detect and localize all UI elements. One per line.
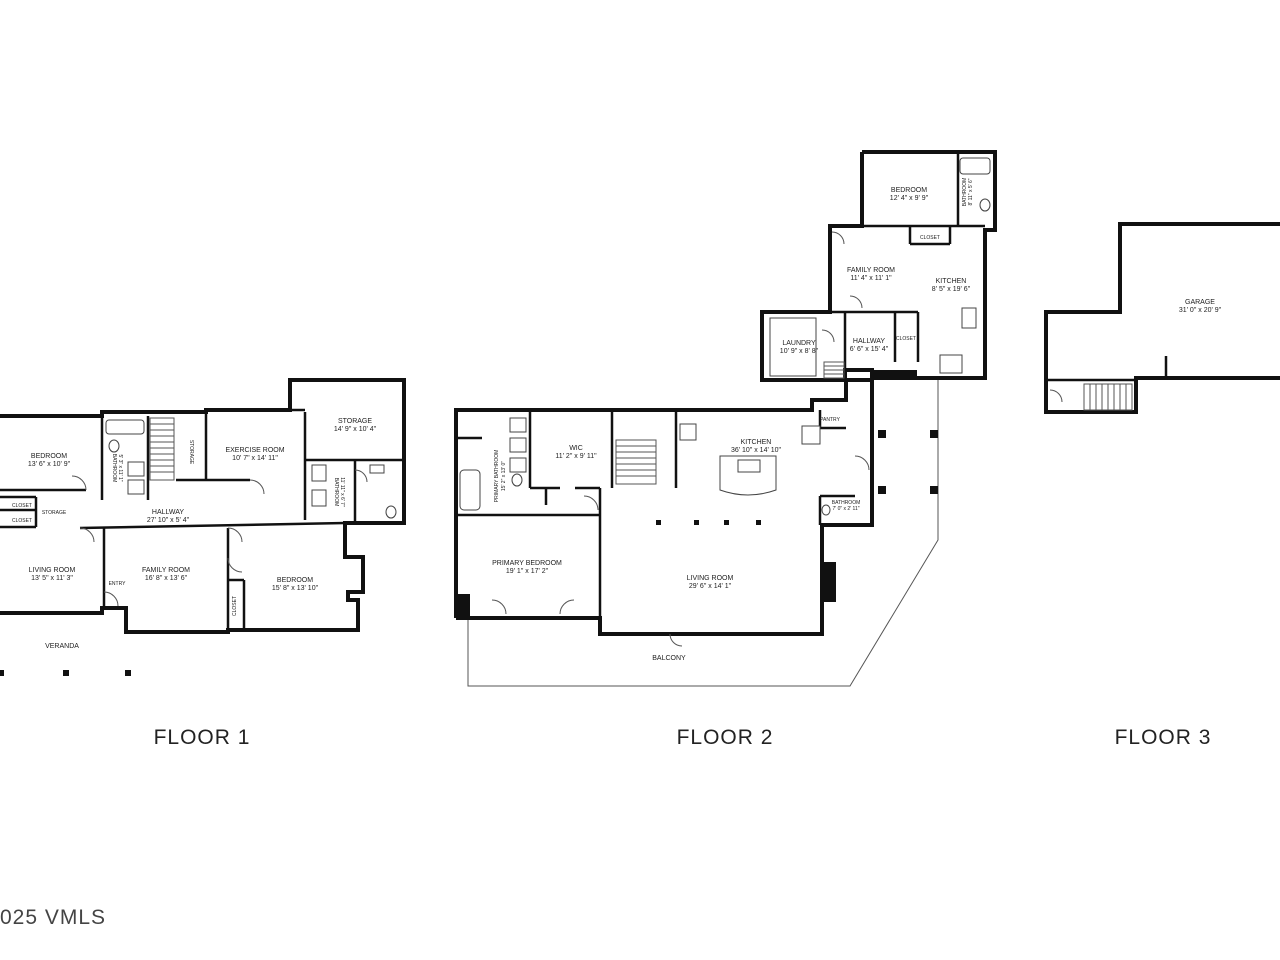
floor-2-label: FLOOR 2 bbox=[677, 726, 774, 749]
f1-tag-veranda: VERANDA bbox=[45, 643, 79, 650]
f2-room-name-9: KITCHEN bbox=[936, 278, 967, 285]
floor-3-label: FLOOR 3 bbox=[1115, 726, 1212, 749]
f2-room-name-0: PRIMARY BATHROOM bbox=[494, 450, 500, 503]
f2-room-dims-5: 7' 0" x 2' 11" bbox=[832, 506, 859, 512]
f1-tag-storage-1: STORAGE bbox=[42, 510, 67, 516]
floor-3-outer-wall bbox=[1044, 222, 1280, 414]
f2-room-dims-9: 8' 5" x 19' 6" bbox=[932, 286, 971, 293]
f2-room-dims-1: 11' 2" x 9' 11" bbox=[555, 453, 597, 460]
floor-1-plan: BEDROOM 13' 6" x 10' 9" BATHROOM 5' 3" x… bbox=[0, 378, 406, 749]
f2-room-dims-2: 36' 10" x 14' 10" bbox=[731, 447, 782, 454]
f1-room-dims-5: 27' 10" x 5' 4" bbox=[147, 517, 190, 524]
f2-room-name-11: BATHROOM bbox=[962, 178, 968, 207]
floor-1-stairs bbox=[149, 417, 175, 481]
f2-room-name-4: LIVING ROOM bbox=[687, 575, 734, 582]
f2-tag-pantry: PANTRY bbox=[820, 417, 840, 423]
floor-1-interior-walls bbox=[0, 408, 404, 632]
f1-tag-storage-2: STORAGE bbox=[188, 440, 194, 465]
f1-room-name-2: EXERCISE ROOM bbox=[225, 447, 284, 454]
f2-room-dims-4: 29' 6" x 14' 1" bbox=[689, 583, 732, 590]
floor-2-upper-interior-walls bbox=[830, 152, 985, 370]
f2-room-dims-0: 15' 2" x 13' 0" bbox=[501, 461, 507, 491]
f2-room-dims-6: 10' 9" x 8' 8" bbox=[780, 348, 819, 355]
f3-room-name-0: GARAGE bbox=[1185, 299, 1215, 306]
f2-room-name-5: BATHROOM bbox=[832, 500, 861, 506]
floor-2-stairs bbox=[615, 361, 845, 485]
f1-room-dims-1: 5' 3" x 11' 1" bbox=[117, 454, 123, 481]
floor-3-door bbox=[1049, 389, 1063, 403]
f1-room-name-1: BATHROOM bbox=[111, 454, 117, 483]
f2-room-dims-10: 12' 4" x 9' 9" bbox=[890, 195, 929, 202]
f1-room-name-4: BATHROOM bbox=[333, 478, 339, 507]
f1-room-name-7: FAMILY ROOM bbox=[142, 567, 190, 574]
f2-room-dims-8: 11' 4" x 11' 1" bbox=[850, 275, 892, 282]
f1-room-dims-3: 14' 9" x 10' 4" bbox=[334, 426, 377, 433]
f1-room-name-3: STORAGE bbox=[338, 418, 372, 425]
f2-room-name-2: KITCHEN bbox=[741, 439, 772, 446]
f2-room-dims-3: 19' 1" x 17' 2" bbox=[506, 568, 549, 575]
f1-room-name-8: BEDROOM bbox=[277, 577, 313, 584]
f3-room-dims-0: 31' 0" x 20' 9" bbox=[1179, 307, 1222, 314]
floor-1-outer-wall bbox=[0, 378, 406, 634]
f1-room-dims-7: 16' 8" x 13' 6" bbox=[145, 575, 188, 582]
f1-tag-closet-2: CLOSET bbox=[12, 518, 32, 524]
floor-1-veranda-posts bbox=[0, 670, 131, 676]
f1-tag-entry: ENTRY bbox=[109, 581, 127, 587]
balcony-railing bbox=[467, 380, 939, 687]
f2-tag-closet-2: CLOSET bbox=[896, 336, 916, 342]
floor-3-stairs bbox=[1083, 383, 1133, 411]
f1-room-name-5: HALLWAY bbox=[152, 509, 184, 516]
f1-room-dims-6: 13' 5" x 11' 3" bbox=[31, 575, 73, 582]
f2-room-dims-11: 8' 11" x 5' 6" bbox=[968, 178, 974, 205]
f2-room-name-3: PRIMARY BEDROOM bbox=[492, 560, 562, 567]
floor-2-plan: PRIMARY BATHROOM 15' 2" x 13' 0" WIC 11'… bbox=[454, 150, 997, 749]
f2-room-name-6: LAUNDRY bbox=[782, 340, 816, 347]
f1-room-dims-4: 11' 11" x 6' 7" bbox=[339, 477, 345, 507]
floor-1-fixtures bbox=[105, 419, 397, 519]
f2-room-name-8: FAMILY ROOM bbox=[847, 267, 895, 274]
f1-room-dims-0: 13' 6" x 10' 9" bbox=[28, 461, 71, 468]
f1-room-name-6: LIVING ROOM bbox=[29, 567, 76, 574]
f2-room-name-10: BEDROOM bbox=[891, 187, 927, 194]
floor-2-interior-walls bbox=[456, 410, 855, 634]
f2-room-name-7: HALLWAY bbox=[853, 338, 885, 345]
floor-2-doors bbox=[491, 231, 870, 647]
f2-tag-closet-1: CLOSET bbox=[920, 235, 940, 241]
floor-1-label: FLOOR 1 bbox=[154, 726, 251, 749]
f1-room-name-0: BEDROOM bbox=[31, 453, 67, 460]
floor-3-plan: GARAGE 31' 0" x 20' 9" FLOOR 3 bbox=[1044, 222, 1280, 749]
f2-tag-balcony: BALCONY bbox=[652, 655, 686, 662]
floor-2-fixtures bbox=[459, 157, 991, 516]
f2-room-name-1: WIC bbox=[569, 445, 583, 452]
f2-room-dims-7: 6' 6" x 15' 4" bbox=[850, 346, 889, 353]
floor-1-doors bbox=[71, 469, 368, 607]
f1-tag-closet-1: CLOSET bbox=[12, 503, 32, 509]
floor-2-columns bbox=[456, 370, 938, 618]
f1-tag-closet-3: CLOSET bbox=[232, 596, 238, 616]
f1-room-dims-2: 10' 7" x 14' 11" bbox=[232, 455, 278, 462]
copyright-watermark: 025 VMLS bbox=[0, 906, 106, 929]
f1-room-dims-8: 15' 8" x 13' 10" bbox=[272, 585, 319, 592]
